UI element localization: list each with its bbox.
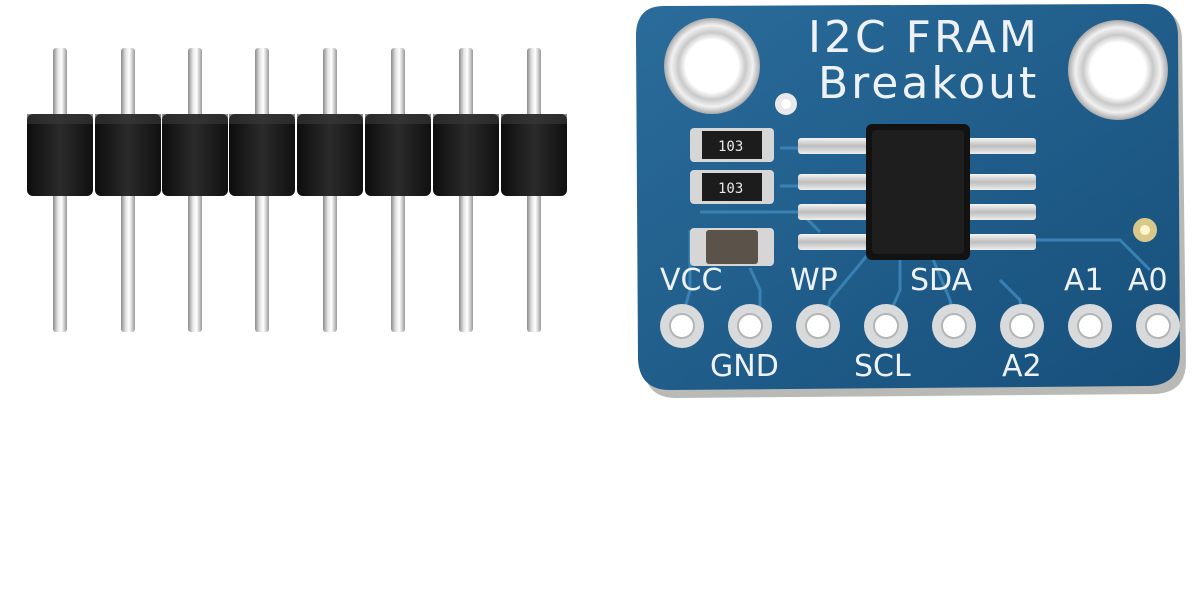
header-pin bbox=[433, 48, 499, 332]
header-pin bbox=[229, 48, 295, 332]
pin-label-gnd: GND bbox=[710, 349, 779, 384]
resistor-1-marking: 103 bbox=[718, 139, 743, 155]
header-pin bbox=[297, 48, 363, 332]
resistor-1: 103 bbox=[690, 128, 774, 162]
header-pin bbox=[27, 48, 93, 332]
board-title-line2: Breakout bbox=[818, 58, 1039, 109]
header-pin bbox=[501, 48, 567, 332]
pin-labels-top: VCC WP SDA A1 A0 bbox=[660, 263, 1168, 298]
pin-labels-bottom: GND SCL A2 bbox=[710, 349, 1042, 384]
pad bbox=[1000, 304, 1044, 348]
pin-label-scl: SCL bbox=[854, 349, 911, 384]
header-pin bbox=[162, 48, 228, 332]
pad bbox=[728, 304, 772, 348]
pin-label-sda: SDA bbox=[910, 263, 973, 298]
resistor-2: 103 bbox=[690, 170, 774, 204]
header-pin bbox=[95, 48, 161, 332]
chip-legs bbox=[798, 138, 1036, 250]
board-title-line1: I2C FRAM bbox=[808, 12, 1040, 63]
capacitor bbox=[690, 228, 774, 266]
pad bbox=[864, 304, 908, 348]
pin-header bbox=[27, 48, 567, 332]
header-pin bbox=[365, 48, 431, 332]
header-pads bbox=[660, 304, 1180, 348]
pad bbox=[796, 304, 840, 348]
pin-label-vcc: VCC bbox=[660, 263, 722, 298]
resistor-2-marking: 103 bbox=[718, 181, 743, 197]
pin-label-a2: A2 bbox=[1002, 349, 1042, 384]
pad bbox=[660, 304, 704, 348]
pin-label-wp: WP bbox=[790, 263, 838, 298]
pin-label-a1: A1 bbox=[1064, 263, 1104, 298]
pad bbox=[1068, 304, 1112, 348]
pad bbox=[932, 304, 976, 348]
pad bbox=[1136, 304, 1180, 348]
pin-label-a0: A0 bbox=[1128, 263, 1168, 298]
breakout-board: I2C FRAM Breakout 103 103 bbox=[636, 4, 1186, 398]
